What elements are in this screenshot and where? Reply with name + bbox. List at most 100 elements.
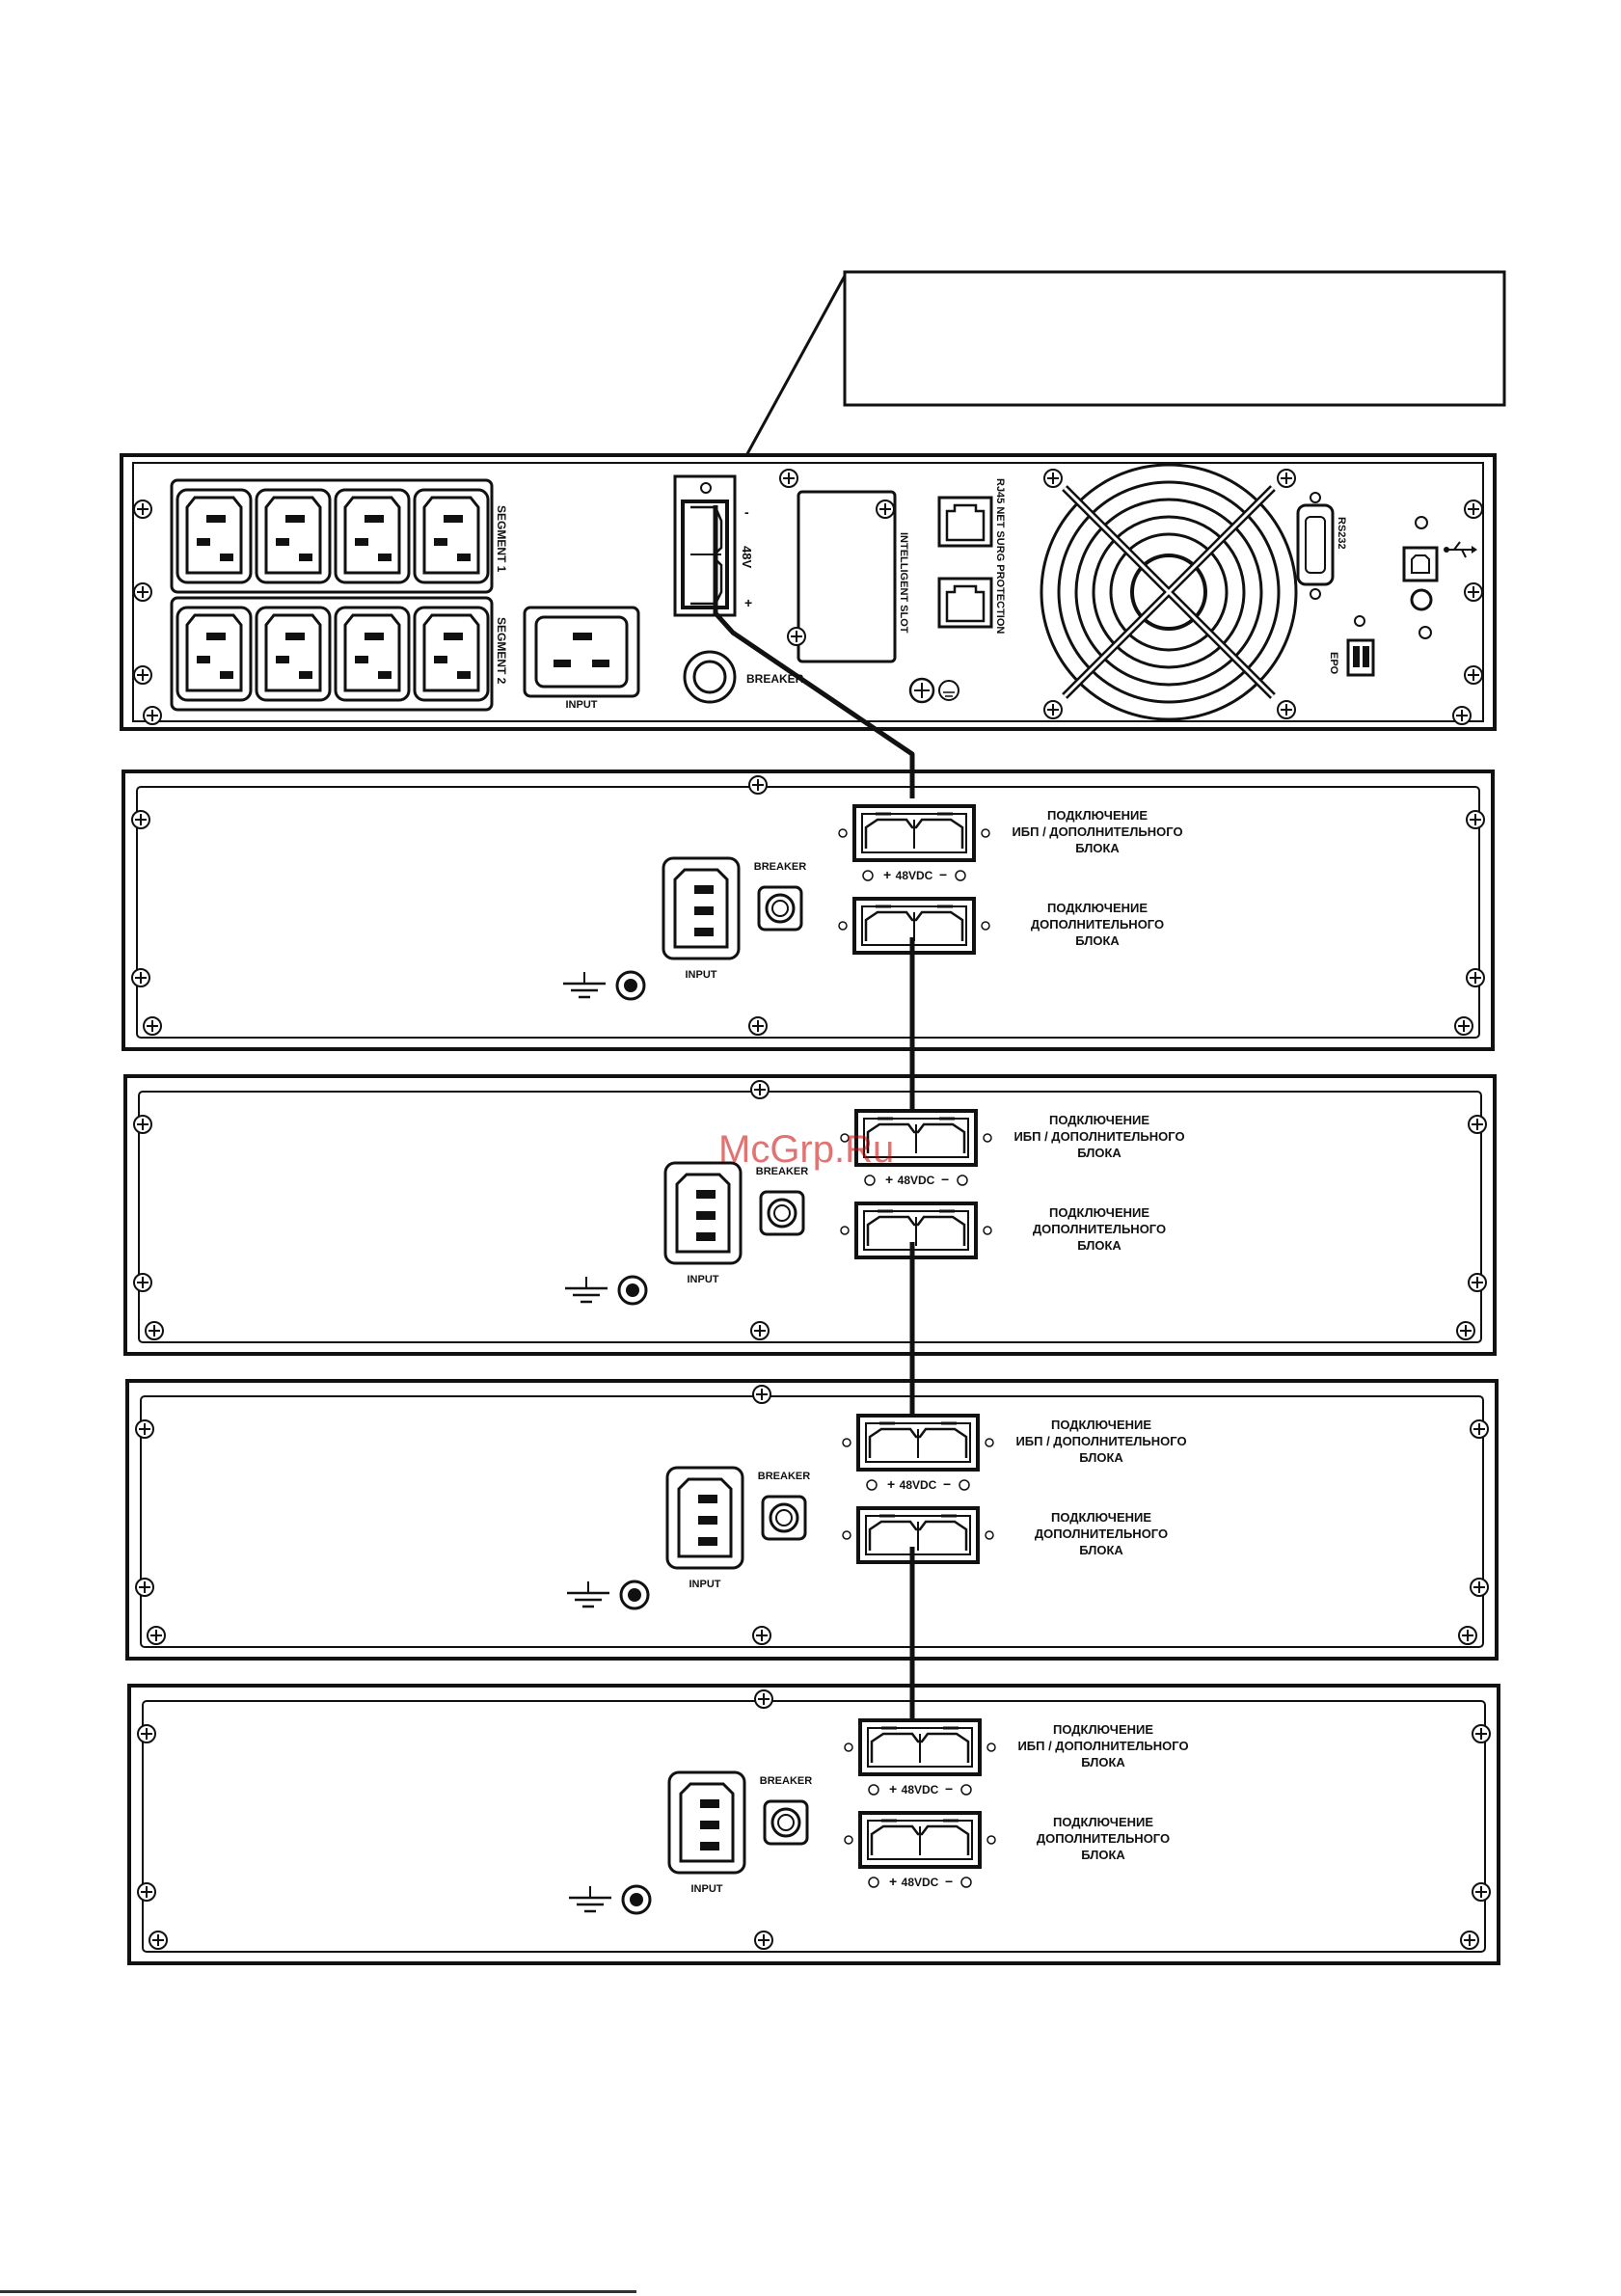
voltage-minus-sign: − xyxy=(945,1781,953,1796)
battery-input-socket xyxy=(665,1466,744,1570)
battery-breaker-label: BREAKER xyxy=(760,1775,812,1787)
usb-icon xyxy=(1444,541,1477,558)
battery-breaker xyxy=(759,1190,805,1236)
battery-pack-2: INPUT BREAKER +48VDC− ПОДКЛЮЧЕНИЕ ИБП / ДОПО… xyxy=(125,1076,1495,1354)
voltage-marker-circle xyxy=(864,1175,876,1186)
battery-pack-chassis xyxy=(129,1686,1499,1963)
upper-connector-label-line: БЛОКА xyxy=(1081,1755,1125,1769)
upper-voltage-label: 48VDC xyxy=(902,1783,939,1796)
callout-box xyxy=(843,270,1506,407)
rs232-port xyxy=(1296,492,1335,600)
upper-connector-label-line: ПОДКЛЮЧЕНИЕ xyxy=(1049,1113,1149,1127)
ups-breaker xyxy=(683,650,737,704)
voltage-marker-circle xyxy=(960,1784,972,1796)
segment-1-label: SEGMENT 1 xyxy=(495,505,508,573)
voltage-plus-sign: + xyxy=(887,1476,895,1492)
voltage-plus-sign: + xyxy=(885,1172,893,1187)
battery-input-label: INPUT xyxy=(688,1274,719,1285)
page-bottom-rule xyxy=(0,2290,636,2293)
rs232-label: RS232 xyxy=(1336,517,1347,550)
ups-dc-voltage: 48V xyxy=(740,546,754,568)
battery-input-socket xyxy=(662,856,741,960)
battery-input-socket xyxy=(667,1770,746,1875)
lower-connector-label-line: ПОДКЛЮЧЕНИЕ xyxy=(1047,901,1148,915)
lower-connector-label-line: БЛОКА xyxy=(1079,1543,1123,1557)
battery-breaker xyxy=(757,885,803,932)
cooling-fan xyxy=(1040,463,1298,721)
rj45-ports xyxy=(937,496,993,629)
upper-connector-label-line: ПОДКЛЮЧЕНИЕ xyxy=(1053,1722,1153,1737)
voltage-marker-circle xyxy=(868,1877,879,1888)
lower-connector-label-line: ДОПОЛНИТЕЛЬНОГО xyxy=(1033,1222,1166,1236)
voltage-minus-sign: − xyxy=(939,867,947,882)
lower-connector-label-line: ДОПОЛНИТЕЛЬНОГО xyxy=(1031,917,1164,932)
lower-connector-label-line: ПОДКЛЮЧЕНИЕ xyxy=(1049,1205,1149,1220)
lower-connector-label-line: ДОПОЛНИТЕЛЬНОГО xyxy=(1035,1526,1168,1541)
battery-input-label: INPUT xyxy=(689,1579,721,1590)
voltage-marker-circle xyxy=(960,1877,972,1888)
ups-breaker-label: BREAKER xyxy=(746,672,804,686)
battery-pack-chassis xyxy=(123,771,1493,1049)
voltage-marker-circle xyxy=(866,1479,878,1491)
battery-breaker-label: BREAKER xyxy=(756,1166,808,1177)
battery-input-label: INPUT xyxy=(686,969,717,981)
voltage-marker-circle xyxy=(959,1479,970,1491)
intelligent-slot xyxy=(787,490,897,663)
lower-connector-label-line: ПОДКЛЮЧЕНИЕ xyxy=(1051,1510,1151,1525)
upper-connector-label-line: ИБП / ДОПОЛНИТЕЛЬНОГО xyxy=(1015,1434,1186,1448)
upper-connector-label-line: ИБП / ДОПОЛНИТЕЛЬНОГО xyxy=(1017,1739,1188,1753)
upper-dc-connector xyxy=(843,1718,997,1776)
battery-pack-4: INPUTBREAKER+48VDC−+48VDC−ПОДКЛЮЧЕНИЕИБП… xyxy=(129,1686,1499,1963)
voltage-minus-sign: − xyxy=(945,1874,953,1889)
ups-ground-terminal xyxy=(908,677,959,704)
upper-connector-label-line: ПОДКЛЮЧЕНИЕ xyxy=(1047,808,1148,823)
battery-pack-chassis xyxy=(127,1381,1497,1659)
lower-connector-label-line: ПОДКЛЮЧЕНИЕ xyxy=(1053,1815,1153,1829)
intelligent-slot-label: INTELLIGENT SLOT xyxy=(898,532,909,634)
usb-port xyxy=(1402,516,1439,639)
upper-voltage-label: 48VDC xyxy=(896,869,933,882)
ups-input-label: INPUT xyxy=(566,699,598,711)
battery-pack-chassis xyxy=(125,1076,1495,1354)
lower-dc-connector xyxy=(841,1506,995,1564)
lower-connector-label-line: БЛОКА xyxy=(1075,933,1120,948)
voltage-marker-circle xyxy=(957,1175,968,1186)
voltage-marker-circle xyxy=(862,870,874,881)
voltage-marker-circle xyxy=(955,870,966,881)
ups-rear-panel: SEGMENT 1 SEGMENT 2 INPUT - 48V + BREAKE… xyxy=(120,453,1497,731)
voltage-minus-sign: − xyxy=(943,1476,951,1492)
lower-connector-label-line: БЛОКА xyxy=(1077,1238,1121,1253)
epo-connector xyxy=(1346,615,1375,677)
voltage-plus-sign: + xyxy=(883,867,891,882)
lower-voltage-label: 48VDC xyxy=(902,1876,939,1889)
segment-2-label: SEGMENT 2 xyxy=(495,617,508,685)
outlet-segment-2 xyxy=(170,596,494,712)
upper-connector-label-line: БЛОКА xyxy=(1075,841,1120,855)
upper-dc-connector xyxy=(841,1414,995,1472)
battery-breaker xyxy=(761,1495,807,1541)
upper-dc-connector xyxy=(837,804,991,862)
lower-dc-connector xyxy=(839,1202,993,1259)
voltage-minus-sign: − xyxy=(941,1172,949,1187)
battery-breaker xyxy=(763,1799,809,1846)
lower-connector-label-line: БЛОКА xyxy=(1081,1848,1125,1862)
outlet-segment-1 xyxy=(170,478,494,594)
ups-48v-connector xyxy=(673,474,737,617)
ups-dc-plus: + xyxy=(744,595,752,610)
upper-voltage-label: 48VDC xyxy=(900,1478,937,1492)
upper-connector-label-line: ПОДКЛЮЧЕНИЕ xyxy=(1051,1418,1151,1432)
watermark: McGrp.Ru xyxy=(718,1128,895,1171)
battery-breaker-label: BREAKER xyxy=(754,861,806,873)
battery-input-label: INPUT xyxy=(691,1883,723,1895)
voltage-plus-sign: + xyxy=(889,1874,897,1889)
upper-voltage-label: 48VDC xyxy=(898,1174,935,1187)
upper-connector-label-line: ИБП / ДОПОЛНИТЕЛЬНОГО xyxy=(1012,824,1182,839)
upper-connector-label-line: БЛОКА xyxy=(1079,1450,1123,1465)
voltage-plus-sign: + xyxy=(889,1781,897,1796)
rj45-label: RJ45 NET SURG PROTECTION xyxy=(994,478,1006,634)
lower-connector-label-line: ДОПОЛНИТЕЛЬНОГО xyxy=(1037,1831,1170,1846)
upper-connector-label-line: ИБП / ДОПОЛНИТЕЛЬНОГО xyxy=(1013,1129,1184,1144)
